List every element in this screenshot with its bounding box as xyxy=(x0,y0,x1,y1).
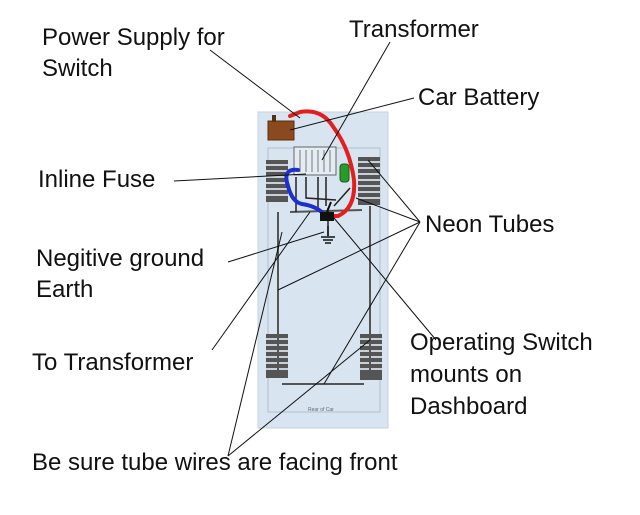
operating-switch-label-line3: Dashboard xyxy=(410,393,528,420)
tube-feed-wires xyxy=(295,177,351,236)
negative-ground-label: Negitive ground Earth xyxy=(36,243,204,305)
transformer-label: Transformer xyxy=(349,16,479,43)
power-supply-label-line1: Power Supply for xyxy=(42,24,225,51)
negative-ground-label-line1: Negitive ground xyxy=(36,245,205,272)
negative-wire xyxy=(284,167,326,216)
footer-note: Be sure tube wires are facing front xyxy=(32,449,398,476)
positive-wire xyxy=(288,109,357,218)
operating-switch-label-line1: Operating Switch xyxy=(410,329,593,356)
operating-switch-component xyxy=(320,201,334,221)
power-supply-label-line2: Switch xyxy=(42,55,113,82)
inline-fuse-label: Inline Fuse xyxy=(38,166,156,193)
power-supply-label: Power Supply for Switch xyxy=(42,22,225,84)
operating-switch-label-line2: mounts on xyxy=(410,361,523,388)
front-right-tire xyxy=(358,157,380,205)
negative-ground-label-line2: Earth xyxy=(36,276,94,303)
leader-lines xyxy=(173,41,437,457)
inline-fuse-component xyxy=(339,163,350,183)
rear-of-car-caption: Rear of Car xyxy=(308,407,334,413)
to-transformer-label: To Transformer xyxy=(32,349,194,376)
car-battery-component xyxy=(267,115,295,141)
transformer-block xyxy=(293,146,337,176)
neon-tubes-label: Neon Tubes xyxy=(425,211,555,238)
car-battery-label: Car Battery xyxy=(418,84,540,111)
neon-tubes xyxy=(277,206,371,385)
operating-switch-label: Operating Switch mounts on Dashboard xyxy=(410,327,593,423)
front-left-tire xyxy=(266,160,288,202)
ground-symbol xyxy=(321,226,335,244)
